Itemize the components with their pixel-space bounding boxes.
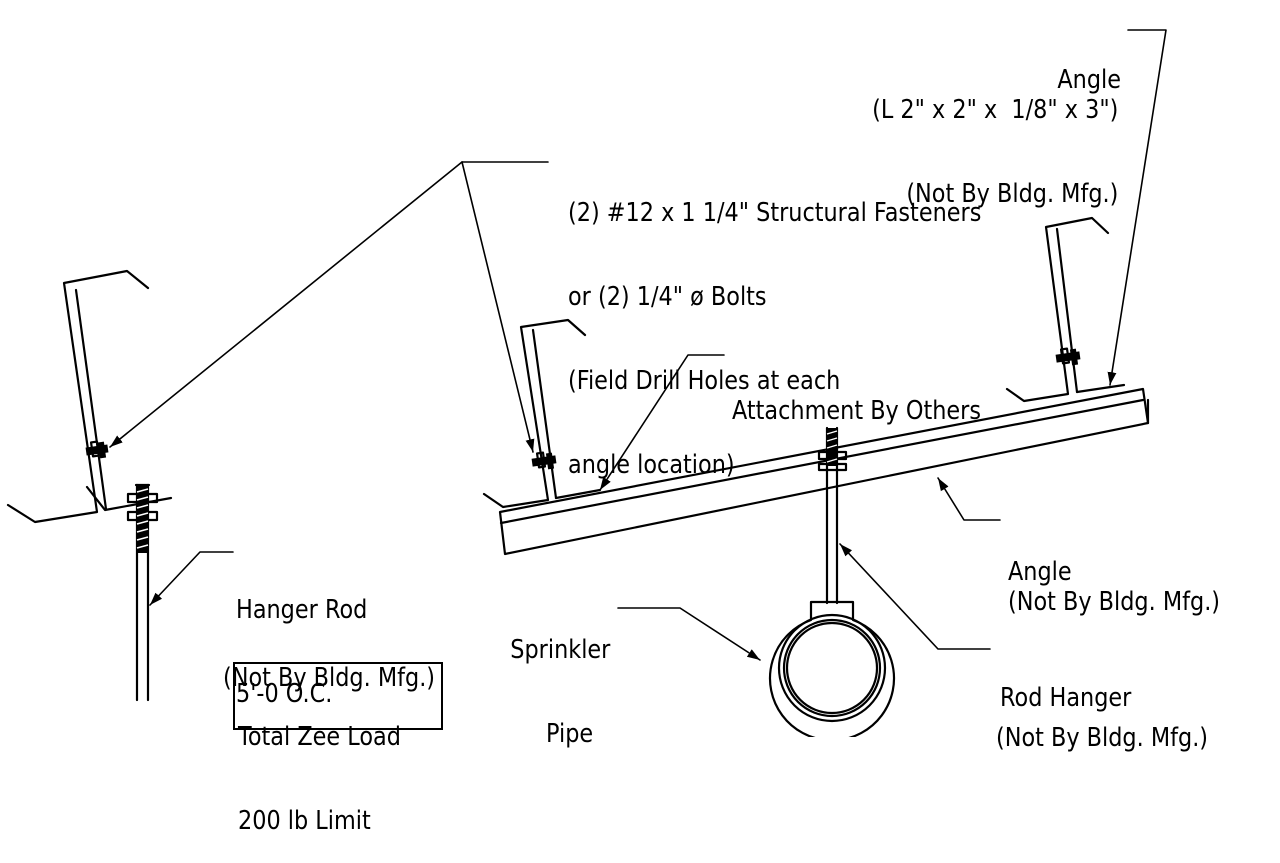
angle-right-note: (Not By Bldg. Mfg.) — [1008, 532, 1220, 644]
angle-top-size-label: (L 2" x 2" x 1/8" x 3") (Not By Bldg. Mf… — [872, 40, 1118, 236]
middle-zee-purlin — [482, 318, 602, 509]
left-hanger-rod — [126, 483, 159, 702]
angle-top-line-2: (L 2" x 2" x 1/8" x 3") — [871, 95, 1118, 125]
angle-right-line-1: Angle — [1008, 557, 1072, 587]
load-limit-line-2: 200 lb Limit — [238, 806, 371, 836]
attachment-label: Attachment By Others — [732, 341, 981, 453]
rod-hanger-line-1: Rod Hanger — [1000, 683, 1132, 713]
angle-right-label: Angle — [1008, 502, 1072, 614]
fasteners-line-4: angle location) — [568, 450, 735, 480]
fasteners-label: (2) #12 x 1 1/4" Structural Fasteners or… — [568, 143, 981, 507]
left-fastener — [85, 440, 109, 459]
fasteners-line-2: or (2) 1/4" ø Bolts — [568, 282, 767, 312]
sprinkler-pipe-line-1: Sprinkler — [509, 635, 610, 665]
hanger-rod-line-2: 5'-0 O.C. — [236, 679, 333, 709]
middle-fastener — [531, 451, 557, 470]
fasteners-line-1: (2) #12 x 1 1/4" Structural Fasteners — [568, 198, 982, 228]
rod-hanger-line-2: (Not By Bldg. Mfg.) — [996, 723, 1209, 753]
hanger-rod-note: (Not By Bldg. Mfg.) — [223, 608, 435, 720]
rod-hanger-note: (Not By Bldg. Mfg.) — [996, 668, 1208, 780]
angle-top-line-1: Angle — [1057, 65, 1121, 95]
hanger-rod-line-3: (Not By Bldg. Mfg.) — [223, 663, 436, 693]
load-limit-label: Total Zee Load 200 lb Limit — [238, 667, 401, 863]
sprinkler-pipe-label: Sprinkler Pipe — [510, 580, 610, 776]
hanger-rod-label: Hanger Rod 5'-0 O.C. — [236, 540, 367, 736]
rod-hanger-label: Rod Hanger — [1000, 628, 1131, 740]
fasteners-line-3: (Field Drill Holes at each — [568, 366, 841, 396]
angle-top-line-3: (Not By Bldg. Mfg.) — [905, 179, 1118, 209]
right-zee-purlin — [1005, 216, 1126, 403]
load-limit-box — [233, 662, 443, 730]
right-fastener — [1055, 347, 1081, 366]
rod-hanger-assembly — [768, 426, 896, 737]
leader-lines — [109, 29, 1167, 661]
load-limit-line-1: Total Zee Load — [238, 722, 401, 752]
hanger-rod-line-1: Hanger Rod — [236, 595, 368, 625]
angle-right-line-2: (Not By Bldg. Mfg.) — [1008, 587, 1221, 617]
attachment-text: Attachment By Others — [732, 396, 982, 426]
sprinkler-hanger-detail-drawing — [6, 29, 1167, 737]
sprinkler-pipe-line-2: Pipe — [545, 719, 593, 749]
angle-top-label: Angle — [1057, 10, 1121, 122]
sloped-support-angle — [498, 387, 1150, 556]
